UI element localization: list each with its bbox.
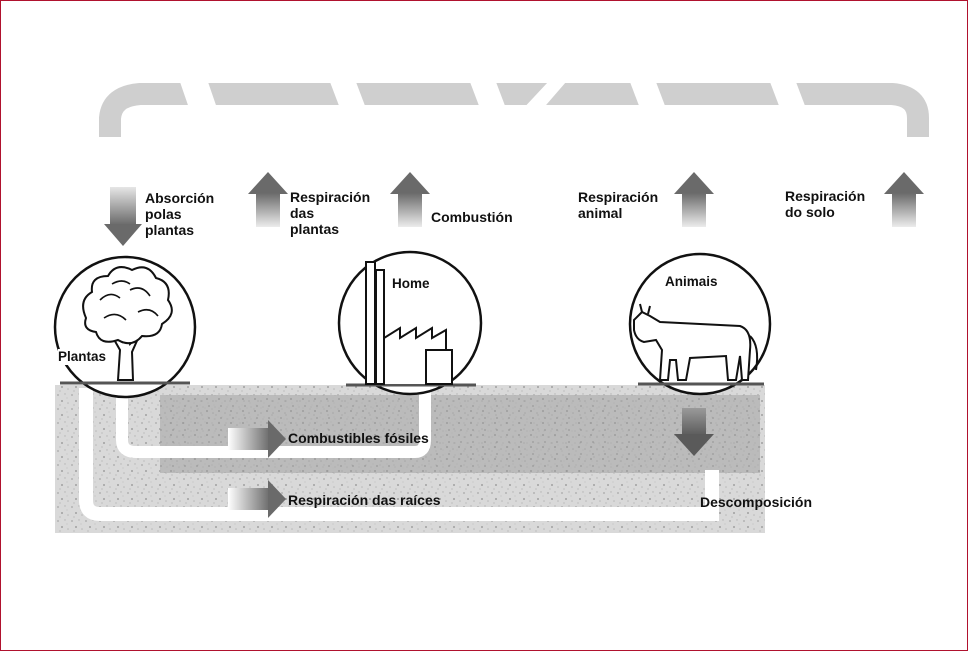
- plant-respiration-arrow: [248, 172, 288, 227]
- soil-respiration-line1: Respiración: [785, 188, 866, 204]
- decomposition-label: Descomposición: [700, 494, 813, 510]
- combustion-label: Combustión: [431, 209, 513, 225]
- absorption-label-line3: plantas: [145, 222, 195, 238]
- plants-label: Plantas: [58, 349, 107, 365]
- human-label: Home: [392, 276, 430, 291]
- cow-icon: [633, 303, 759, 381]
- fossil-fuels-arrow: [228, 420, 286, 458]
- fossil-fuels-label: Combustibles fósiles: [288, 430, 429, 446]
- tree-icon: [82, 266, 173, 381]
- plant-respiration-line3: plantas: [290, 221, 340, 237]
- plant-respiration-label: Respiración das plantas: [290, 189, 370, 237]
- soil-respiration-line2: do solo: [785, 204, 835, 220]
- absorption-arrow: [104, 187, 142, 246]
- animal-respiration-label: Respiración animal: [578, 189, 658, 221]
- animal-respiration-arrow: [674, 172, 714, 227]
- plant-respiration-line2: das: [290, 205, 315, 221]
- root-respiration-arrow: [228, 480, 286, 518]
- root-respiration-label: Respiración das raíces: [288, 492, 441, 508]
- absorption-label-line2: polas: [145, 206, 182, 222]
- decomposition-arrow: [674, 408, 714, 456]
- factory-icon: [365, 261, 453, 385]
- atmosphere-cycle-band: [99, 82, 929, 140]
- combustion-arrow: [390, 172, 430, 227]
- animals-label: Animais: [665, 274, 718, 289]
- soil-region: [55, 385, 765, 533]
- plant-respiration-line1: Respiración: [290, 189, 371, 205]
- soil-respiration-label: Respiración do solo: [785, 188, 865, 220]
- absorption-label: Absorción polas plantas: [145, 190, 214, 238]
- soil-respiration-arrow: [884, 172, 924, 227]
- animal-respiration-line2: animal: [578, 205, 623, 221]
- absorption-label-line1: Absorción: [145, 190, 215, 206]
- animal-respiration-line1: Respiración: [578, 189, 659, 205]
